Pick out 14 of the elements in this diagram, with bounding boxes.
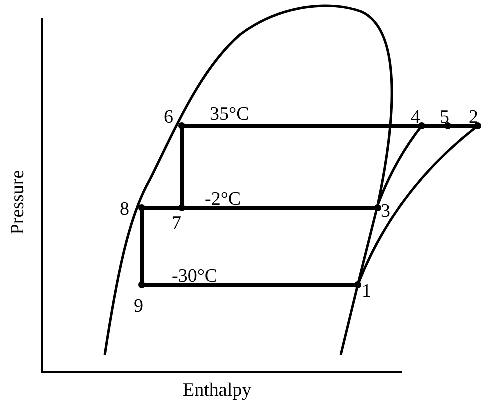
axis-title: Enthalpy <box>183 381 252 400</box>
point-number: 7 <box>172 214 182 233</box>
point-number: 3 <box>381 202 390 221</box>
point-number: 4 <box>411 108 420 127</box>
point-number: 8 <box>120 200 130 219</box>
point-number: 6 <box>164 108 174 127</box>
temperature-label: 35°C <box>210 105 250 124</box>
point-number: 5 <box>440 108 450 127</box>
temperature-label: -2°C <box>205 190 242 209</box>
point-number: 9 <box>134 297 144 316</box>
point-number: 1 <box>362 282 372 301</box>
temperature-label: -30°C <box>172 267 218 286</box>
point-number: 2 <box>469 108 478 127</box>
axis-title: Pressure <box>8 170 28 235</box>
